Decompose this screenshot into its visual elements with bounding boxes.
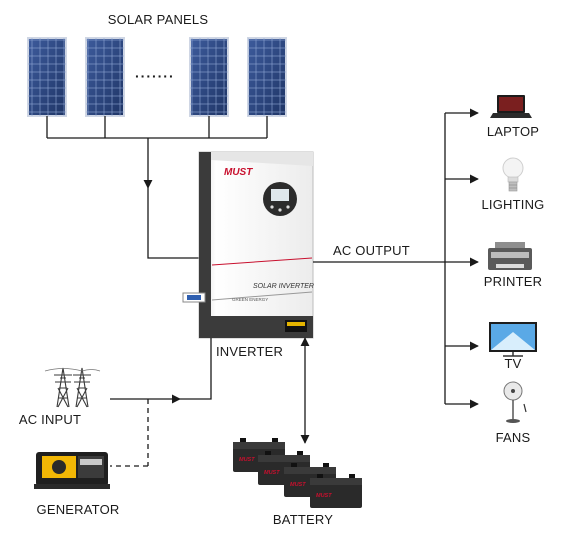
printer-icon	[488, 242, 532, 270]
pv-wiring	[47, 137, 267, 259]
generator-icon	[34, 452, 110, 489]
fan-icon	[503, 381, 527, 423]
tv-icon	[489, 322, 537, 357]
inverter-panel-text: SOLAR INVERTER	[253, 283, 314, 290]
printer-label: PRINTER	[483, 274, 543, 289]
laptop-icon	[490, 95, 532, 118]
solar-panel-4	[247, 37, 287, 138]
ac-output-wiring	[313, 108, 479, 409]
lighting-label: LIGHTING	[481, 197, 545, 212]
ac-input-label: AC INPUT	[18, 412, 82, 427]
battery-label: BATTERY	[272, 512, 334, 527]
solar-panel-3	[189, 37, 229, 138]
generator-label: GENERATOR	[36, 502, 120, 517]
laptop-label: LAPTOP	[486, 124, 540, 139]
lighting-icon	[502, 157, 524, 192]
inverter-label: INVERTER	[216, 344, 284, 359]
solar-panels-label: SOLAR PANELS	[107, 12, 209, 27]
solar-panel-1	[27, 37, 67, 138]
battery-brand-2: MUST	[264, 470, 280, 476]
inverter-device	[182, 151, 314, 339]
inverter-brand: MUST	[224, 167, 253, 178]
battery-brand-3: MUST	[290, 482, 306, 488]
ac-input-wiring	[110, 338, 212, 404]
inverter-panel-subtext: GREEN ENERGY	[232, 297, 268, 302]
pylon-icon	[44, 367, 101, 408]
battery-bank-icon	[233, 438, 362, 508]
battery-brand-1: MUST	[239, 457, 255, 463]
more-panels-ellipsis: ·······	[135, 68, 175, 84]
battery-brand-4: MUST	[316, 493, 332, 499]
fans-label: FANS	[495, 430, 531, 445]
solar-panel-2	[85, 37, 125, 138]
tv-label: TV	[504, 356, 522, 371]
generator-wiring	[110, 399, 149, 467]
ac-output-label: AC OUTPUT	[333, 243, 410, 258]
